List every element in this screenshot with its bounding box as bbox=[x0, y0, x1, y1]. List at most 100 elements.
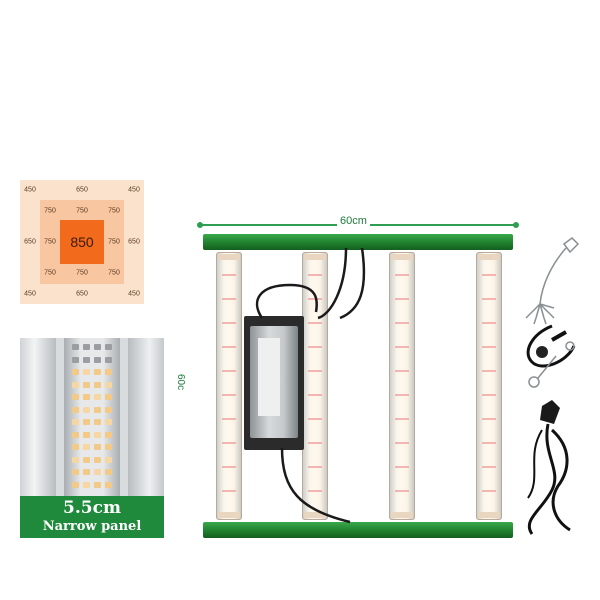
led-chip bbox=[94, 456, 101, 463]
ppfd-value: 650 bbox=[128, 238, 140, 246]
led-chip bbox=[105, 419, 112, 425]
diode-row bbox=[222, 346, 236, 348]
diode-row bbox=[395, 442, 409, 444]
led-chip bbox=[105, 444, 112, 450]
diode-row bbox=[222, 274, 236, 276]
power-driver bbox=[244, 316, 304, 450]
led-chip bbox=[83, 356, 90, 363]
diode-row bbox=[482, 298, 496, 300]
ppfd-value: 750 bbox=[44, 238, 56, 246]
diode-row bbox=[482, 346, 496, 348]
ppfd-value: 450 bbox=[24, 290, 36, 298]
diode-row bbox=[308, 346, 322, 348]
power-cord-icon bbox=[527, 400, 571, 535]
led-chip bbox=[72, 356, 79, 363]
ppfd-value: 750 bbox=[108, 269, 120, 277]
ppfd-value: 450 bbox=[128, 290, 140, 298]
led-chip bbox=[94, 419, 101, 425]
ppfd-value: 450 bbox=[24, 186, 36, 194]
led-strip bbox=[389, 252, 415, 520]
led-chip bbox=[94, 381, 101, 388]
ppfd-value: 750 bbox=[76, 269, 88, 277]
ppfd-center-value: 850 bbox=[70, 234, 94, 250]
led-chip bbox=[83, 406, 90, 413]
ppfd-value: 750 bbox=[76, 207, 88, 215]
diode-row bbox=[308, 490, 322, 492]
led-chip bbox=[72, 444, 79, 450]
diode-row bbox=[482, 322, 496, 324]
led-chip bbox=[72, 394, 79, 400]
diode-row bbox=[482, 370, 496, 372]
diode-row bbox=[395, 322, 409, 324]
diode-row bbox=[482, 394, 496, 396]
led-chip bbox=[72, 344, 79, 350]
diode-row bbox=[222, 394, 236, 396]
led-chip bbox=[105, 344, 112, 350]
led-chip bbox=[72, 456, 79, 463]
strip-end-cap bbox=[218, 512, 240, 518]
led-chip bbox=[72, 369, 79, 375]
led-chip bbox=[83, 469, 90, 475]
led-chip bbox=[105, 469, 112, 475]
led-chip bbox=[94, 344, 101, 350]
diode-row bbox=[482, 466, 496, 468]
led-chip bbox=[83, 344, 90, 350]
diode-row bbox=[395, 274, 409, 276]
ppfd-value: 750 bbox=[44, 207, 56, 215]
led-chip bbox=[83, 481, 90, 488]
panel-size-badge: 5.5cm Narrow panel bbox=[20, 496, 164, 538]
led-chip bbox=[94, 356, 101, 363]
led-chip bbox=[83, 431, 90, 438]
panel-rail bbox=[20, 338, 56, 496]
led-chip bbox=[105, 481, 112, 488]
led-chip bbox=[105, 356, 112, 363]
diode-row bbox=[395, 418, 409, 420]
led-chip bbox=[72, 431, 79, 438]
led-chip bbox=[72, 381, 79, 388]
diode-row bbox=[308, 418, 322, 420]
strip-end-cap bbox=[478, 254, 500, 260]
led-chip bbox=[105, 369, 112, 375]
diode-row bbox=[222, 490, 236, 492]
strip-end-cap bbox=[304, 254, 326, 260]
diode-row bbox=[222, 322, 236, 324]
led-chip bbox=[105, 406, 112, 413]
led-chip bbox=[94, 394, 101, 400]
strip-end-cap bbox=[391, 254, 413, 260]
led-board bbox=[64, 338, 120, 496]
led-chip bbox=[94, 431, 101, 438]
driver-label bbox=[258, 338, 280, 416]
led-chip bbox=[83, 456, 90, 463]
led-chip bbox=[83, 419, 90, 425]
panel-rail bbox=[128, 338, 164, 496]
led-chip bbox=[83, 381, 90, 388]
diode-row bbox=[222, 418, 236, 420]
diode-row bbox=[308, 370, 322, 372]
diode-row bbox=[222, 466, 236, 468]
diode-row bbox=[222, 442, 236, 444]
led-strip bbox=[216, 252, 242, 520]
diode-row bbox=[222, 298, 236, 300]
diode-row bbox=[482, 418, 496, 420]
diode-row bbox=[308, 466, 322, 468]
diode-row bbox=[308, 322, 322, 324]
strip-end-cap bbox=[478, 512, 500, 518]
ppfd-value: 750 bbox=[108, 238, 120, 246]
width-dimension-label: 60cm bbox=[337, 215, 370, 227]
led-chip bbox=[94, 481, 101, 488]
diode-row bbox=[482, 274, 496, 276]
panel-closeup: 5.5cm Narrow panel bbox=[20, 338, 164, 538]
diode-row bbox=[395, 298, 409, 300]
strip-end-cap bbox=[218, 254, 240, 260]
led-chip bbox=[72, 481, 79, 488]
led-chip bbox=[83, 394, 90, 400]
led-chip bbox=[83, 444, 90, 450]
diode-row bbox=[482, 442, 496, 444]
diode-row bbox=[308, 274, 322, 276]
bottom-frame-bar bbox=[203, 522, 513, 538]
diode-row bbox=[395, 490, 409, 492]
diode-row bbox=[395, 466, 409, 468]
ppfd-value: 750 bbox=[108, 207, 120, 215]
led-chip bbox=[72, 419, 79, 425]
